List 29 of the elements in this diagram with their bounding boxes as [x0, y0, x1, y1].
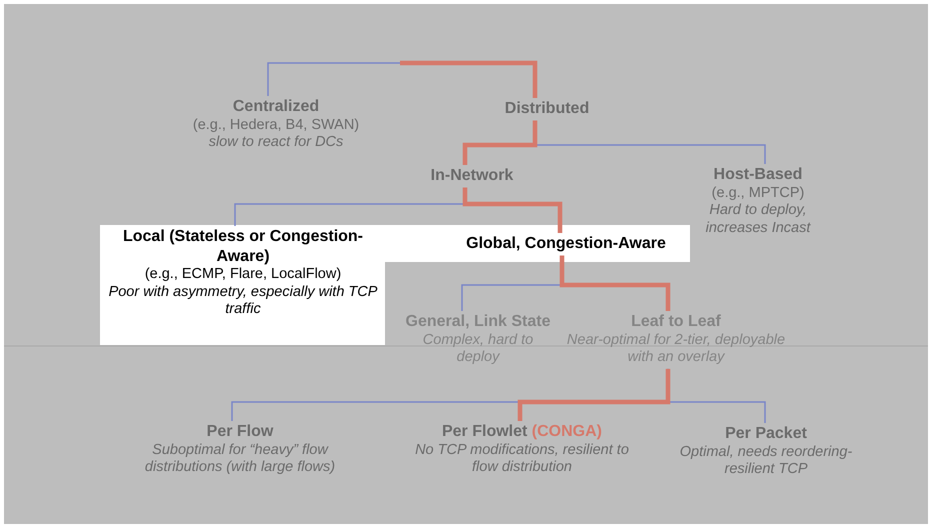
- category-note: slow to react for DCs: [208, 134, 344, 152]
- tree-connector: [462, 188, 562, 233]
- category-note: Near-optimal for 2-tier, deployable with an overlay: [566, 332, 786, 367]
- category-examples: (e.g., ECMP, Flare, LocalFlow): [144, 266, 342, 284]
- category-note: Complex, hard to deploy: [422, 332, 534, 367]
- tree-connector: [462, 120, 538, 165]
- category-title: Host-Based: [712, 165, 804, 185]
- category-note: No TCP modifications, resilient to flow distribution: [414, 442, 630, 477]
- category-note: Hard to deploy, increases Incast: [704, 202, 812, 238]
- category-title: Local (Stateless or Congestion-Aware): [122, 227, 364, 266]
- category-title: Distributed: [504, 99, 590, 119]
- category-title: General, Link State: [404, 312, 552, 332]
- category-note: Suboptimal for “heavy” flow distributions (with large flows): [144, 442, 336, 477]
- category-note: Poor with asymmetry, especially with TCP traffic: [108, 284, 378, 320]
- category-title: Per Flow: [206, 422, 274, 442]
- highlight-label: (CONGA): [532, 423, 602, 440]
- category-title: In-Network: [430, 166, 514, 186]
- category-title: Centralized: [232, 97, 320, 117]
- tree-connector: [518, 368, 670, 421]
- category-title: Leaf to Leaf: [630, 312, 722, 332]
- category-title: Global, Congestion-Aware: [465, 234, 667, 254]
- tree-connector: [267, 62, 401, 96]
- tree-connector: [560, 256, 670, 311]
- category-examples: (e.g., Hedera, B4, SWAN): [192, 116, 360, 134]
- category-note: Optimal, needs reordering-resilient TCP: [678, 444, 854, 479]
- category-examples: (e.g., MPTCP): [710, 184, 806, 202]
- category-title: Per Flowlet: [442, 423, 528, 440]
- category-title: Per Packet: [724, 424, 808, 444]
- tree-connector: [398, 60, 538, 98]
